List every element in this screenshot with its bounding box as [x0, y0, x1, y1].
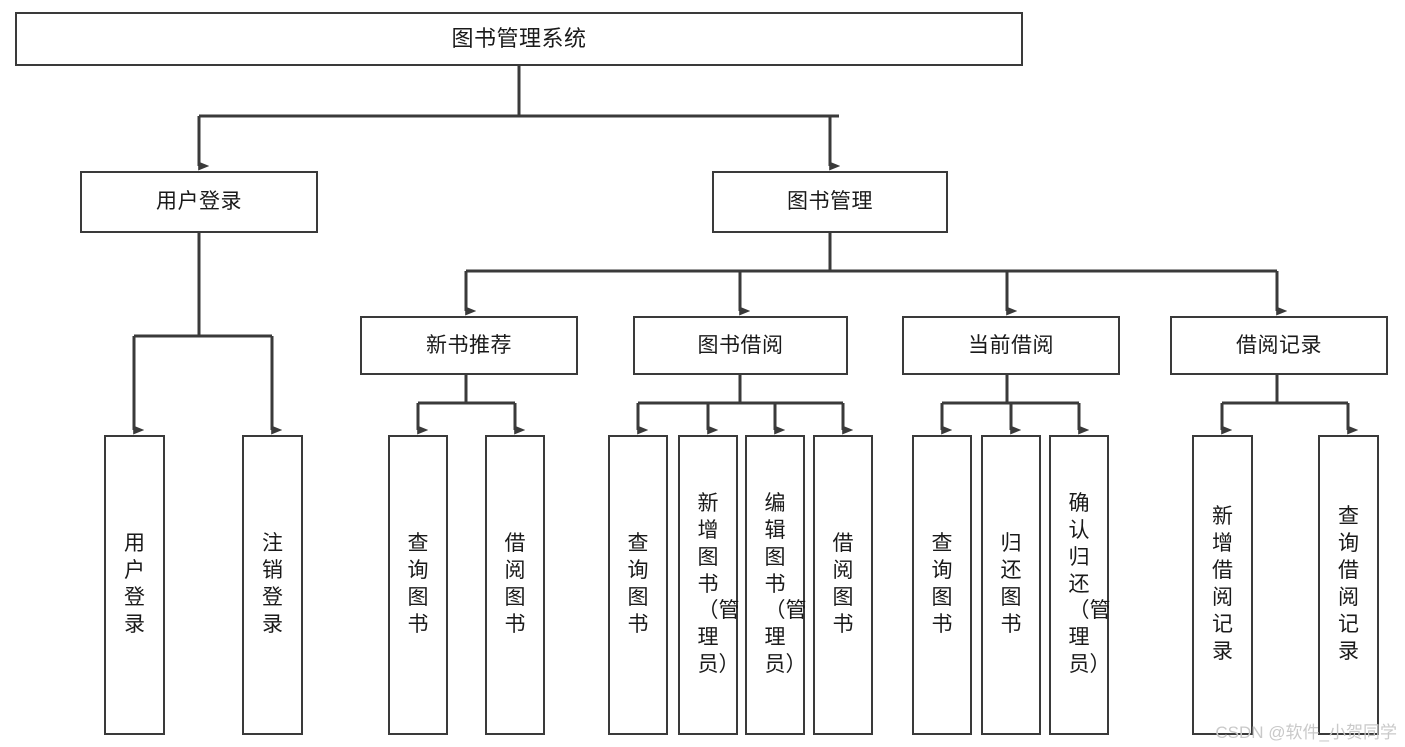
node-leaf-user-logout-label: 注销登录 — [262, 532, 283, 636]
node-leaf-return-book[interactable]: 归还图书 — [981, 435, 1041, 735]
node-leaf-add-book-label: 新增图书（管理员） — [697, 491, 740, 677]
node-new-book-recommend[interactable]: 新书推荐 — [360, 316, 578, 375]
node-leaf-query-book-c[interactable]: 查询图书 — [912, 435, 972, 735]
node-leaf-query-book-a[interactable]: 查询图书 — [388, 435, 448, 735]
node-borrow-record[interactable]: 借阅记录 — [1170, 316, 1388, 375]
node-leaf-add-record[interactable]: 新增借阅记录 — [1192, 435, 1253, 735]
node-root-label: 图书管理系统 — [451, 25, 587, 51]
node-book-borrow[interactable]: 图书借阅 — [633, 316, 848, 375]
node-book-manage-label: 图书管理 — [787, 190, 873, 214]
node-leaf-user-login-label: 用户登录 — [124, 532, 145, 636]
node-leaf-user-login[interactable]: 用户登录 — [104, 435, 165, 735]
node-new-book-recommend-label: 新书推荐 — [426, 333, 512, 357]
node-leaf-add-book[interactable]: 新增图书（管理员） — [678, 435, 740, 735]
node-current-borrow[interactable]: 当前借阅 — [902, 316, 1120, 375]
node-leaf-confirm-return-label: 确认归还（管理员） — [1068, 491, 1111, 677]
node-leaf-query-book-b[interactable]: 查询图书 — [608, 435, 668, 735]
node-borrow-record-label: 借阅记录 — [1236, 333, 1322, 357]
node-leaf-borrow-book-b-label: 借阅图书 — [832, 532, 854, 636]
node-user-login-label: 用户登录 — [156, 190, 242, 214]
node-leaf-confirm-return[interactable]: 确认归还（管理员） — [1049, 435, 1111, 735]
node-user-login[interactable]: 用户登录 — [80, 171, 318, 233]
node-leaf-borrow-book-a-label: 借阅图书 — [504, 532, 526, 636]
node-leaf-add-record-label: 新增借阅记录 — [1212, 505, 1233, 663]
node-leaf-edit-book[interactable]: 编辑图书（管理员） — [745, 435, 807, 735]
node-leaf-user-logout[interactable]: 注销登录 — [242, 435, 303, 735]
node-leaf-query-record-label: 查询借阅记录 — [1338, 505, 1359, 663]
node-leaf-edit-book-label: 编辑图书（管理员） — [764, 491, 807, 677]
node-leaf-query-book-a-label: 查询图书 — [407, 532, 429, 636]
node-leaf-borrow-book-a[interactable]: 借阅图书 — [485, 435, 545, 735]
node-leaf-return-book-label: 归还图书 — [1000, 532, 1022, 636]
node-root[interactable]: 图书管理系统 — [15, 12, 1023, 66]
node-leaf-borrow-book-b[interactable]: 借阅图书 — [813, 435, 873, 735]
node-book-borrow-label: 图书借阅 — [697, 333, 784, 357]
node-book-manage[interactable]: 图书管理 — [712, 171, 948, 233]
node-leaf-query-book-c-label: 查询图书 — [931, 532, 953, 636]
node-leaf-query-book-b-label: 查询图书 — [627, 532, 649, 636]
node-leaf-query-record[interactable]: 查询借阅记录 — [1318, 435, 1379, 735]
csdn-watermark: CSDN @软件_小贺同学 — [1215, 723, 1397, 742]
node-current-borrow-label: 当前借阅 — [968, 333, 1054, 357]
